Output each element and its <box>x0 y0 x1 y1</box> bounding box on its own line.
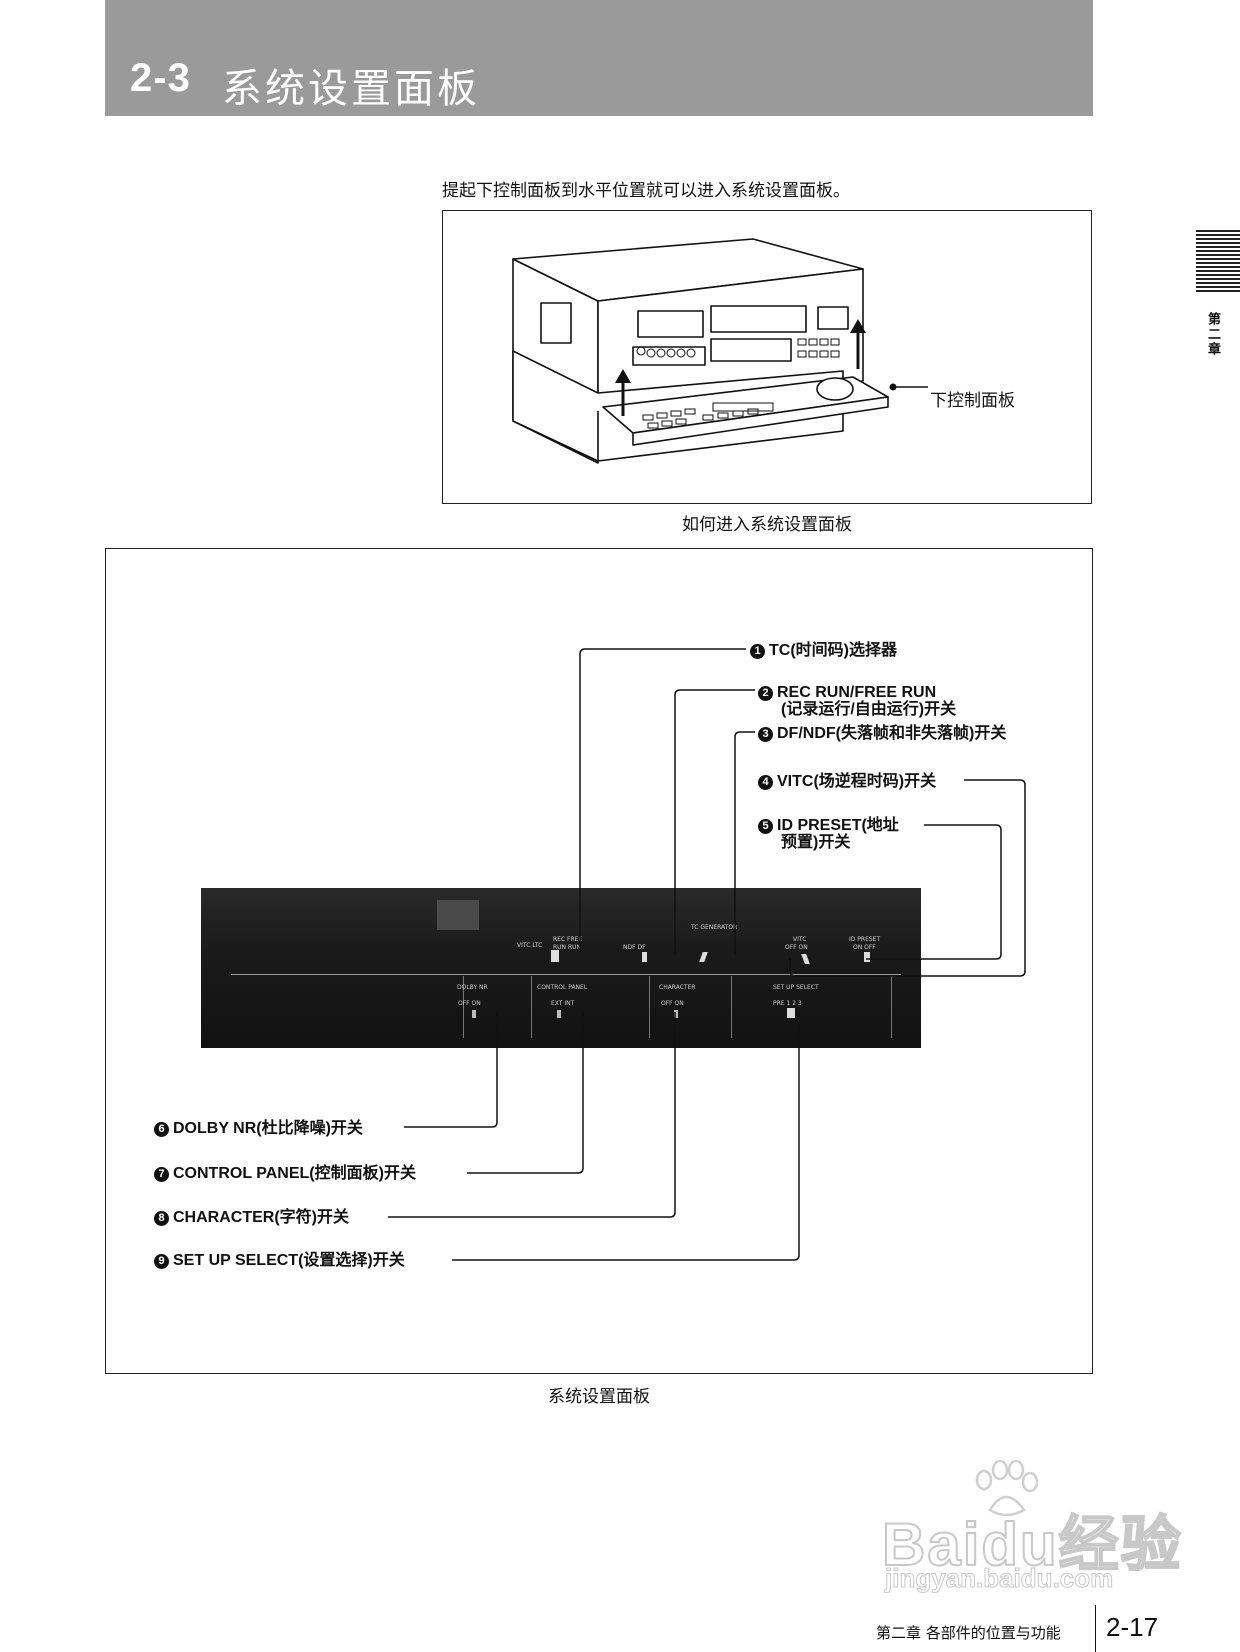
panel-label-tc-generator: TC GENERATOR <box>691 924 738 931</box>
callout-number-2: 2 <box>758 686 773 701</box>
panel-label-vitc-off-on: OFF ON <box>785 944 808 951</box>
callout-control-panel-text: CONTROL PANEL(控制面板)开关 <box>173 1165 416 1182</box>
rec-free-run-switch[interactable] <box>642 952 647 962</box>
footer-chapter-title: 第二章 各部件的位置与功能 <box>876 1624 1061 1642</box>
panel-label-tc-select: VITC LTC <box>517 942 543 949</box>
callout-set-up-select: 9 SET UP SELECT(设置选择)开关 <box>154 1252 405 1269</box>
id-preset-switch[interactable] <box>864 952 870 962</box>
panel-label-vitc: VITC <box>793 936 807 943</box>
baidu-paw-icon <box>975 1460 1039 1517</box>
panel-label-character: CHARACTER <box>659 984 696 991</box>
chapter-tab-label: 第二章 <box>1205 312 1220 357</box>
watermark-logo: Baidu经验 <box>881 1510 1183 1579</box>
callout-rec-free-run-text: REC RUN/FREE RUN <box>777 684 937 701</box>
panel-label-character-off-on: OFF ON <box>661 1000 684 1007</box>
callout-set-up-select-text: SET UP SELECT(设置选择)开关 <box>173 1252 405 1269</box>
panel-section-divider <box>649 976 650 1038</box>
panel-label-id-preset: ID PRESET <box>849 936 881 943</box>
setup-select-switch[interactable] <box>787 1008 795 1018</box>
panel-section-divider <box>531 976 532 1038</box>
control-panel-switch[interactable] <box>557 1010 561 1018</box>
panel-sheen <box>201 888 921 1048</box>
callout-number-1: 1 <box>750 644 765 659</box>
callout-number-8: 8 <box>154 1211 169 1226</box>
panel-label-run-run: RUN RUN <box>553 944 582 951</box>
section-title: 系统设置面板 <box>222 66 480 112</box>
callout-tc-selector-text: TC(时间码)选择器 <box>769 642 897 659</box>
panel-section-divider <box>891 976 892 1038</box>
panel-label-dolby-nr: DOLBY NR <box>457 984 488 991</box>
panel-label-dolby-off-on: OFF ON <box>458 1000 481 1007</box>
panel-divider-line <box>231 974 901 975</box>
page-number: 2-17 <box>1106 1612 1159 1642</box>
figure-1-caption: 如何进入系统设置面板 <box>682 515 852 535</box>
dolby-nr-switch[interactable] <box>472 1010 476 1018</box>
callout-control-panel: 7 CONTROL PANEL(控制面板)开关 <box>154 1165 416 1182</box>
tc-selector-switch[interactable] <box>551 950 559 962</box>
callout-number-7: 7 <box>154 1167 169 1182</box>
section-header-band <box>105 0 1093 116</box>
panel-label-ext-int: EXT INT <box>551 1000 575 1007</box>
callout-dolby-nr-text: DOLBY NR(杜比降噪)开关 <box>173 1120 363 1137</box>
callout-number-5: 5 <box>758 819 773 834</box>
footer-divider <box>1095 1605 1096 1652</box>
section-number: 2-3 <box>130 56 191 100</box>
callout-id-preset-text: ID PRESET(地址 <box>777 817 899 834</box>
callout-id-preset-text-2: 预置)开关 <box>781 834 851 851</box>
panel-label-set-up-select: SET UP SELECT <box>773 984 819 991</box>
callout-number-4: 4 <box>758 775 773 790</box>
callout-character: 8 CHARACTER(字符)开关 <box>154 1209 349 1226</box>
panel-label-rec-free: REC FREE <box>553 936 583 943</box>
callout-vitc: 4 VITC(场逆程时码)开关 <box>758 773 936 790</box>
watermark-url: jingyan.baidu.com <box>884 1563 1114 1594</box>
panel-label-control-panel: CONTROL PANEL <box>537 984 588 991</box>
callout-id-preset: 5 ID PRESET(地址 预置)开关 <box>758 817 899 851</box>
callout-number-3: 3 <box>758 727 773 742</box>
figure-2-frame <box>105 548 1093 1374</box>
panel-label-ndf-df: NDF DF <box>623 944 646 951</box>
callout-rec-free-run-text-2: (记录运行/自由运行)开关 <box>781 701 957 718</box>
callout-dolby-nr: 6 DOLBY NR(杜比降噪)开关 <box>154 1120 363 1137</box>
intro-paragraph: 提起下控制面板到水平位置就可以进入系统设置面板。 <box>442 181 850 201</box>
callout-df-ndf: 3 DF/NDF(失落帧和非失落帧)开关 <box>758 725 1006 742</box>
figure-1-frame <box>442 210 1092 504</box>
vtr-illustration <box>512 238 928 464</box>
panel-label-setup-positions: PRE 1 2 3 <box>773 1000 802 1007</box>
callout-number-9: 9 <box>154 1254 169 1269</box>
lower-control-panel-callout: 下控制面板 <box>930 391 1015 411</box>
callout-vitc-text: VITC(场逆程时码)开关 <box>777 773 937 790</box>
chapter-tab-stripes <box>1196 230 1240 292</box>
system-setup-panel-photo: TC GENERATOR REC FREE RUN RUN NDF DF VIT… <box>201 888 921 1048</box>
callout-number-6: 6 <box>154 1122 169 1137</box>
callout-rec-free-run: 2 REC RUN/FREE RUN (记录运行/自由运行)开关 <box>758 684 956 718</box>
panel-connector-block <box>437 900 479 930</box>
callout-tc-selector: 1 TC(时间码)选择器 <box>750 642 897 659</box>
figure-2-caption: 系统设置面板 <box>548 1387 650 1407</box>
panel-section-divider <box>463 976 464 1038</box>
panel-label-id-on-off: ON OFF <box>853 944 876 951</box>
callout-df-ndf-text: DF/NDF(失落帧和非失落帧)开关 <box>777 725 1007 742</box>
character-switch[interactable] <box>674 1010 678 1018</box>
panel-section-divider <box>731 976 732 1038</box>
callout-character-text: CHARACTER(字符)开关 <box>173 1209 349 1226</box>
button-row-upper <box>636 346 696 358</box>
